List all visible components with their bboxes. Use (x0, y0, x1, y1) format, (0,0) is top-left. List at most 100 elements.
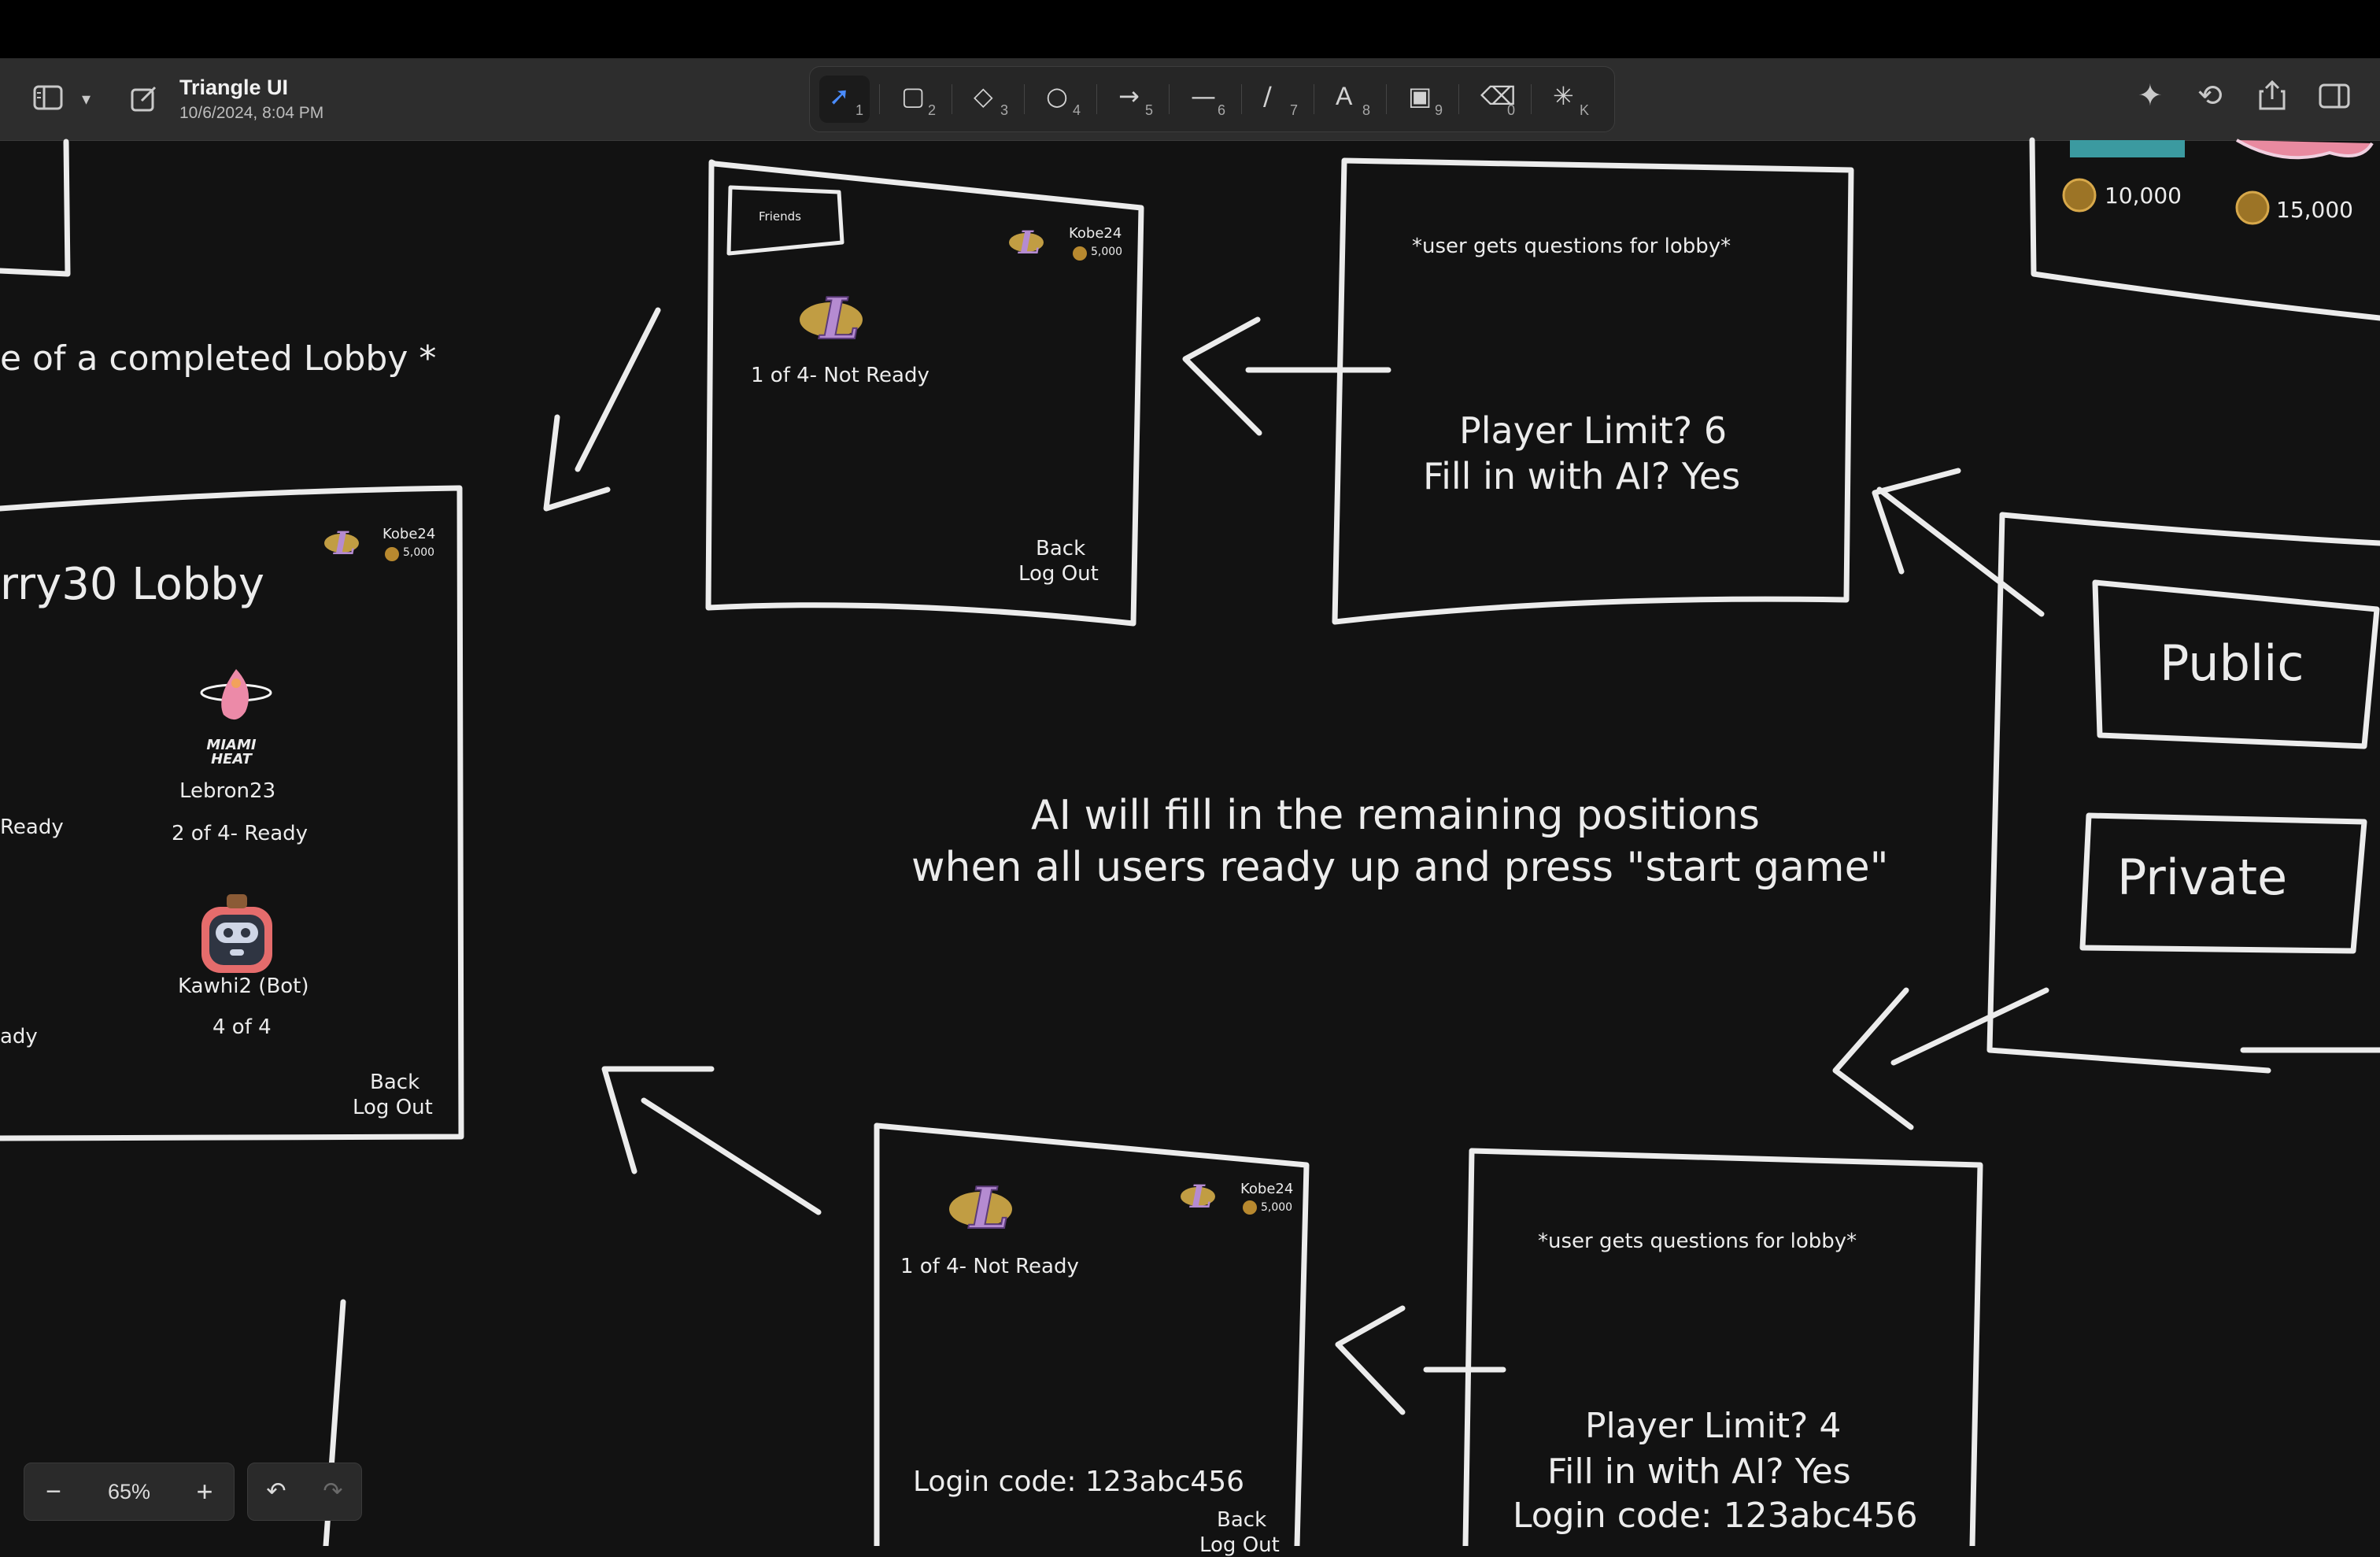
chevron-down-icon[interactable]: ▾ (82, 90, 91, 109)
tool-key: 1 (856, 102, 864, 118)
redo-button[interactable]: ↷ (323, 1478, 343, 1504)
tool-ellipse[interactable]: ○4 (1037, 76, 1087, 123)
player-limit: Player Limit? 4 (1585, 1406, 1842, 1446)
price-label: 15,000 (2276, 197, 2353, 223)
tool-laser[interactable]: ✳K (1543, 76, 1594, 123)
history-controls: ↶ ↷ (247, 1463, 362, 1521)
laser-icon: ✳ (1553, 81, 1574, 111)
arrow-icon: → (1118, 81, 1140, 111)
questions-note: *user gets questions for lobby* (1538, 1230, 1857, 1253)
tool-image[interactable]: ▣9 (1399, 76, 1449, 123)
lobby-coins: 5,000 (1091, 246, 1123, 258)
zoom-out-button[interactable]: − (46, 1477, 61, 1507)
public-option: Public (2160, 634, 2304, 692)
tool-key: 2 (928, 102, 937, 118)
back-link: Back (1217, 1508, 1267, 1532)
tool-draw[interactable]: ∕7 (1254, 76, 1304, 123)
lobby-coins: 5,000 (1261, 1201, 1293, 1214)
text-icon: A (1336, 82, 1353, 110)
tool-key: 8 (1362, 102, 1371, 118)
back-link: Back (1036, 537, 1086, 560)
player-name: Kawhi2 (Bot) (178, 975, 309, 998)
lobby-user: Kobe24 (1069, 225, 1122, 242)
logout-link: Log Out (1199, 1533, 1280, 1557)
zoom-level[interactable]: 65% (107, 1480, 151, 1503)
lakers-logo-top: L (800, 284, 863, 353)
ai-note: when all users ready up and press "start… (911, 844, 1889, 891)
lakers-logo-bottom: L (949, 1174, 1012, 1242)
tool-key: 5 (1145, 102, 1154, 118)
tool-key: K (1580, 102, 1590, 118)
lobby-coins: 5,000 (403, 546, 435, 559)
tool-select[interactable]: ➚1 (819, 76, 870, 123)
history-icon[interactable]: ⟲ (2197, 78, 2223, 113)
heat-logo-text: MIAMI HEAT (206, 737, 257, 767)
player-status: 1 of 4- Not Ready (751, 364, 929, 387)
draw-icon: ∕ (1263, 81, 1272, 111)
window-top-bar (0, 0, 2380, 58)
svg-text:L: L (1189, 1178, 1212, 1215)
fill-with-ai: Fill in with AI? Yes (1547, 1452, 1851, 1492)
document-date: 10/6/2024, 8:04 PM (179, 104, 324, 122)
login-code: Login code: 123abc456 (1513, 1496, 1918, 1536)
tool-rectangle[interactable]: ▢2 (892, 76, 942, 123)
logout-link: Log Out (353, 1096, 433, 1119)
player-name: Lebron23 (179, 779, 276, 803)
select-arrow-icon: ➚ (829, 81, 850, 111)
heat-logo (200, 669, 272, 720)
robot-icon (201, 894, 272, 973)
lobby-user: Kobe24 (1240, 1181, 1294, 1197)
inspector-toggle-icon[interactable] (2319, 83, 2350, 113)
lobby-title: rry30 Lobby (0, 559, 264, 610)
tool-key: 9 (1435, 102, 1443, 118)
line-icon: — (1191, 81, 1216, 111)
ellipse-icon: ○ (1046, 81, 1068, 111)
tool-key: 6 (1218, 102, 1226, 118)
undo-button[interactable]: ↶ (266, 1478, 286, 1504)
sparkle-icon[interactable]: ✦ (2138, 78, 2163, 113)
ai-note: AI will fill in the remaining positions (1031, 792, 1760, 839)
zoom-controls: − 65% + (24, 1463, 235, 1521)
document-title[interactable]: Triangle UI (179, 76, 289, 99)
completed-lobby-caption: e of a completed Lobby * (0, 338, 437, 379)
player-status: 1 of 4- Not Ready (900, 1255, 1079, 1278)
eraser-icon: ⌫ (1480, 81, 1517, 111)
image-icon: ▣ (1408, 81, 1432, 111)
player-status: ady (0, 1025, 38, 1048)
svg-text:L: L (968, 1174, 1010, 1241)
login-code: Login code: 123abc456 (913, 1466, 1245, 1498)
lobby-user: Kobe24 (382, 526, 436, 542)
svg-text:L: L (1018, 224, 1040, 261)
zoom-in-button[interactable]: + (196, 1475, 213, 1507)
player-limit: Player Limit? 6 (1459, 409, 1728, 452)
player-status: Ready (0, 815, 64, 839)
price-label: 10,000 (2105, 183, 2182, 209)
tool-arrow[interactable]: →5 (1109, 76, 1159, 123)
svg-text:L: L (819, 285, 860, 352)
tool-eraser[interactable]: ⌫0 (1471, 76, 1521, 123)
tool-key: 0 (1507, 102, 1516, 118)
back-link: Back (370, 1071, 420, 1094)
app-toolbar: ▾ Triangle UI 10/6/2024, 8:04 PM ➚1 ▢2 ◇… (0, 58, 2380, 141)
diamond-icon: ◇ (974, 81, 993, 111)
new-note-icon[interactable] (131, 85, 157, 116)
svg-text:L: L (333, 525, 356, 562)
share-icon[interactable] (2259, 80, 2286, 115)
questions-note: *user gets questions for lobby* (1412, 235, 1731, 258)
player-status: 4 of 4 (213, 1015, 272, 1039)
logout-link: Log Out (1018, 562, 1099, 586)
sidebar-toggle-icon[interactable] (33, 85, 63, 115)
tool-key: 3 (1000, 102, 1009, 118)
tool-diamond[interactable]: ◇3 (964, 76, 1014, 123)
tool-key: 7 (1290, 102, 1299, 118)
player-status: 2 of 4- Ready (172, 822, 309, 845)
tool-line[interactable]: —6 (1181, 76, 1232, 123)
fill-with-ai: Fill in with AI? Yes (1423, 455, 1741, 497)
rectangle-icon: ▢ (901, 81, 926, 111)
private-option: Private (2117, 849, 2288, 906)
friends-button: Friends (759, 209, 801, 224)
tool-key: 4 (1073, 102, 1081, 118)
